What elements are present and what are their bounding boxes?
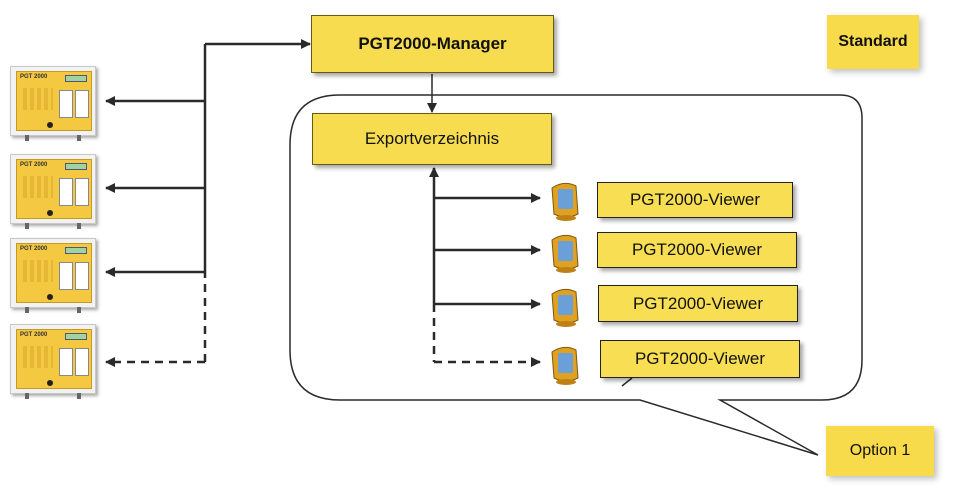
pgt2000-device: PGT 2000 [10,66,96,141]
monitor-icon [551,234,579,273]
option1-bubble [289,94,863,456]
export-box: Exportverzeichnis [312,113,552,165]
standard-tag: Standard [827,15,919,69]
pgt2000-device: PGT 2000 [10,154,96,229]
manager-box: PGT2000-Manager [311,15,554,73]
bubble-tick [621,377,633,387]
viewer-box-1: PGT2000-Viewer [597,182,793,218]
option1-tag: Option 1 [826,426,934,476]
pgt2000-device: PGT 2000 [10,324,96,399]
device-label: PGT 2000 [20,246,48,252]
device-label: PGT 2000 [20,74,48,80]
viewer-box-2: PGT2000-Viewer [597,232,797,268]
monitor-icon [551,288,579,327]
pgt2000-device: PGT 2000 [10,238,96,313]
monitor-icon [551,182,579,221]
monitor-icon [551,346,579,385]
viewer-box-3: PGT2000-Viewer [598,285,798,322]
device-label: PGT 2000 [20,162,48,168]
device-label: PGT 2000 [20,332,48,338]
viewer-box-4: PGT2000-Viewer [600,340,800,378]
